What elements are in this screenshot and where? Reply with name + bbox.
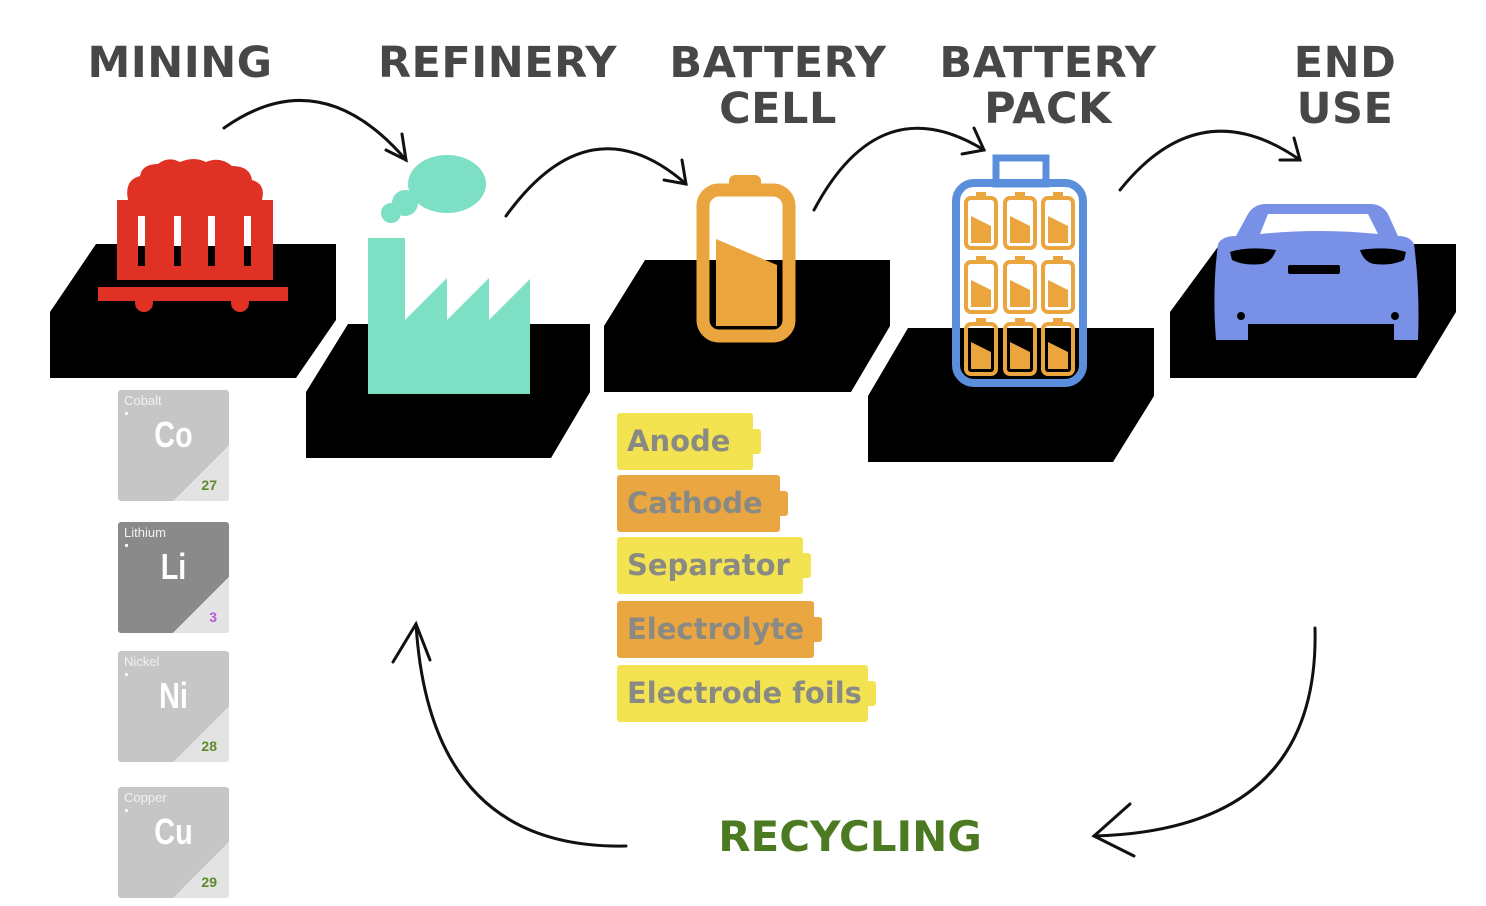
element-symbol: Cu [154, 811, 193, 852]
tile-dot [125, 673, 128, 676]
battery-pack-icon [952, 154, 1087, 387]
component-cathode: Cathode [617, 475, 788, 532]
stage-title-mining: MINING [87, 38, 273, 88]
atomic-number: 28 [201, 738, 217, 754]
mini-battery-icon [1003, 192, 1037, 250]
stage-title-battery-pack: BATTERY PACK [939, 38, 1157, 134]
element-name: Nickel [124, 654, 160, 669]
tile-corner [173, 577, 229, 633]
component-electrolyte: Electrolyte [617, 601, 822, 658]
mini-battery-icon [964, 318, 998, 376]
atomic-number: 3 [209, 609, 217, 625]
element-symbol: Ni [159, 675, 188, 716]
tile-dot [125, 809, 128, 812]
tile-corner [173, 706, 229, 762]
element-tile-cobalt: Cobalt Co 27 [118, 390, 229, 501]
stage-title-battery-cell: BATTERY CELL [669, 38, 887, 134]
arrowhead-recycling-to-refinery [391, 620, 432, 664]
flow-arrows [222, 99, 1317, 858]
component-electrode-foils: Electrode foils [617, 665, 876, 722]
element-tile-nickel: Nickel Ni 28 [118, 651, 229, 762]
tile-corner [173, 842, 229, 898]
arrow-enduse-to-recycling [1092, 626, 1317, 838]
tile-corner [173, 445, 229, 501]
arrowhead-pack-to-enduse [1278, 136, 1302, 162]
arrowhead-cell-to-pack [960, 126, 987, 156]
arrow-refinery-to-cell [504, 147, 688, 218]
mini-battery-icon [1041, 256, 1075, 314]
element-symbol: Co [154, 414, 193, 455]
mini-battery-icon [1041, 192, 1075, 250]
car-icon [1214, 204, 1419, 340]
element-tile-lithium: Lithium Li 3 [118, 522, 229, 633]
mini-battery-icon [964, 192, 998, 250]
element-name: Copper [124, 790, 167, 805]
atomic-number: 29 [201, 874, 217, 890]
arrow-pack-to-enduse [1118, 129, 1302, 192]
arrow-recycling-to-refinery [414, 622, 628, 848]
arrow-mining-to-refinery [222, 99, 408, 162]
mini-battery-icon [1041, 318, 1075, 376]
battery-icon [696, 175, 796, 343]
arrow-cell-to-pack [812, 126, 986, 212]
stage-title-end-use: END USE [1293, 38, 1397, 134]
stage-title-recycling: RECYCLING [718, 812, 982, 861]
tile-dot [125, 412, 128, 415]
arrowhead-mining-to-refinery [384, 132, 408, 163]
mini-battery-icon [1003, 318, 1037, 376]
tile-dot [125, 544, 128, 547]
mine-cart-icon [98, 159, 288, 312]
element-name: Lithium [124, 525, 166, 540]
factory-icon [368, 155, 530, 394]
component-separator: Separator [617, 537, 811, 594]
arrowhead-refinery-to-cell [662, 158, 688, 186]
stage-title-refinery: REFINERY [377, 38, 618, 88]
element-tile-copper: Copper Cu 29 [118, 787, 229, 898]
mini-battery-icon [964, 256, 998, 314]
component-anode: Anode [617, 413, 761, 470]
mini-battery-icon [1003, 256, 1037, 314]
element-symbol: Li [160, 546, 187, 587]
atomic-number: 27 [201, 477, 217, 493]
arrowhead-enduse-to-recycling [1091, 802, 1136, 858]
element-name: Cobalt [124, 393, 162, 408]
